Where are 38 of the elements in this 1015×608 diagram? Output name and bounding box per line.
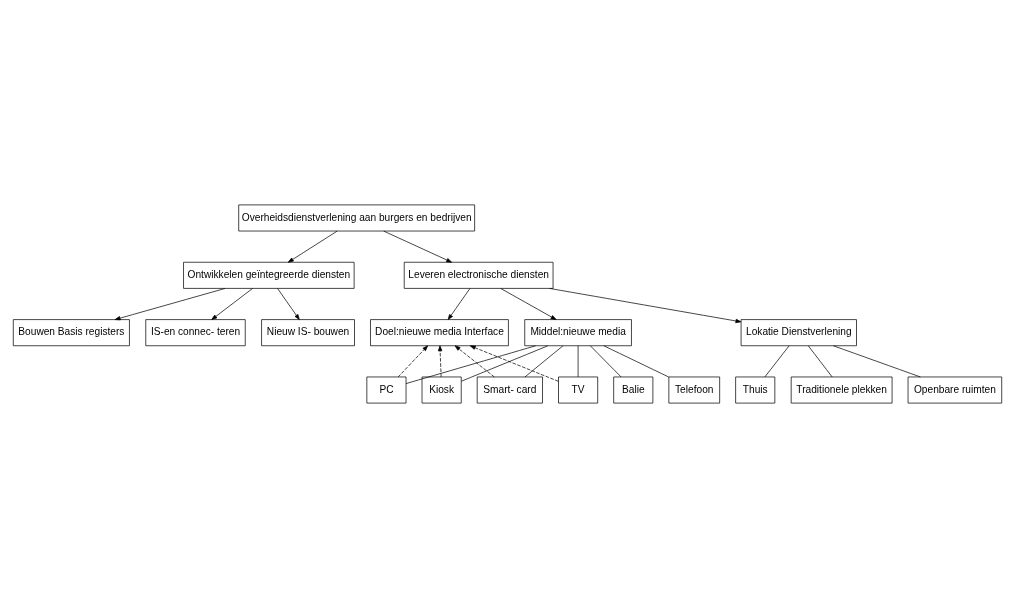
arrow [114,288,226,321]
node-box: Openbare ruimten [907,376,1003,404]
node-box: Thuis [735,376,776,404]
node-box: Kiosk [421,376,462,404]
node-box: TV [558,376,599,404]
node-box: Traditionele plekken [790,376,893,404]
node-box: PC [366,376,407,404]
node-box: IS-en connec- teren [145,319,246,347]
arrow [287,230,338,263]
node-box: Smart- card [476,376,543,404]
node-box: Ontwikkelen geïntegreerde diensten [183,261,355,289]
connector [807,345,833,378]
connector [405,345,536,384]
node-box: Overheidsdienstverlening aan burgers en bedrijven [238,204,475,232]
arrow [211,288,253,320]
arrow [454,345,495,378]
arrow [500,288,557,320]
node-box: Balie [613,376,654,404]
connector [603,345,670,378]
node-box: Bouwen Basis registers [12,319,130,347]
connector [764,345,790,378]
node-box: Telefoon [668,376,721,404]
node-box: Middel:nieuwe media [524,319,632,347]
connector [833,345,921,378]
arrow [277,288,300,320]
connector [460,345,549,382]
arrow [397,345,429,378]
connector [524,345,564,378]
arrow [383,230,452,263]
node-box: Lokatie Dienstverlening [740,319,857,347]
node-box: Leveren electronische diensten [403,261,554,289]
node-box: Doel:nieuwe media Interface [370,319,509,347]
arrow [447,288,471,320]
node-box: Nieuw IS- bouwen [261,319,355,347]
arrow [437,345,443,378]
connector [590,345,622,378]
arrow [469,345,559,382]
arrow [549,288,742,324]
